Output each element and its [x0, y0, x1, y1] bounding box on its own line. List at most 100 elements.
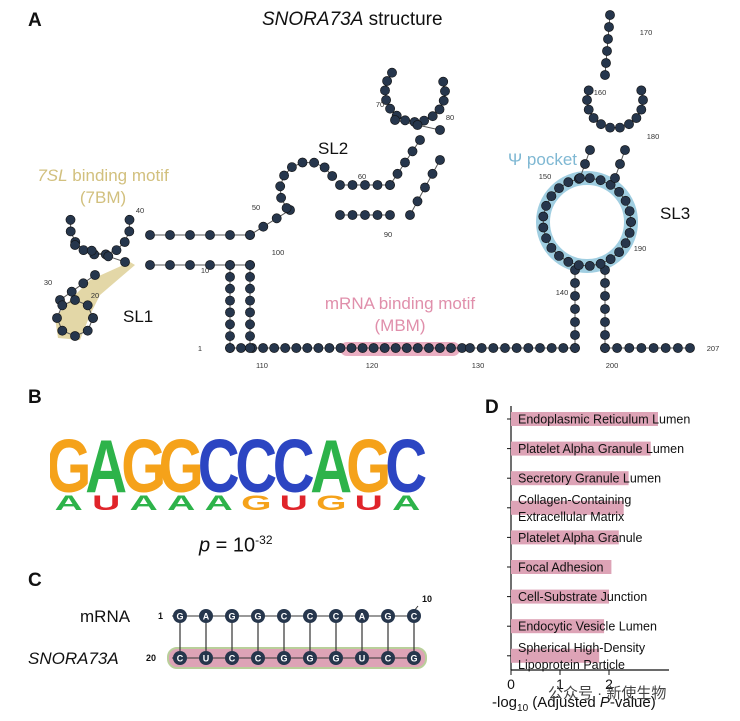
nucleotide-node — [624, 343, 635, 353]
nucleotide-node — [245, 295, 255, 306]
nucleotide-node — [245, 343, 255, 353]
motif-7bm-line2: (7BM) — [79, 188, 127, 207]
nucleotide-node — [385, 210, 395, 220]
nucleotide-node — [511, 343, 522, 353]
nucleotide-node — [600, 330, 610, 340]
p-mid: = 10 — [210, 534, 256, 557]
nucleotide-node — [546, 242, 557, 253]
position-number: 110 — [256, 361, 268, 370]
nucleotide-node — [648, 343, 659, 353]
nucleotide-node — [120, 257, 130, 267]
logo-letter-G: G — [241, 491, 271, 514]
logo-letter-A: A — [85, 425, 127, 509]
nucleotide-node — [245, 271, 255, 282]
go-term-bar — [511, 441, 651, 456]
nucleotide-node — [88, 313, 98, 323]
x-tick-label: 2 — [605, 676, 613, 692]
go-term-label: Platelet Alpha Granule — [518, 531, 642, 545]
nucleotide-node — [390, 343, 401, 353]
mrna-end: 10 — [422, 594, 432, 604]
nucleotide-node — [614, 186, 624, 197]
go-term-label: Focal Adhesion — [518, 561, 604, 575]
stem-sl3-label: SL3 — [660, 204, 691, 223]
nucleotide-node — [90, 270, 100, 280]
snora-label: SNORA73A — [28, 649, 119, 668]
p-value-text: p = 10-32 — [199, 533, 273, 558]
logo-letter-A: A — [167, 491, 195, 514]
nucleotide-node — [584, 260, 595, 271]
mrna-base-A: A — [359, 612, 366, 622]
position-number: 1 — [198, 344, 202, 353]
nucleotide-node — [145, 260, 155, 270]
nucleotide-node — [387, 67, 397, 78]
nucleotide-node — [615, 122, 625, 133]
go-term-bar — [511, 412, 658, 426]
nucleotide-node — [415, 135, 425, 145]
nucleotide-node — [605, 122, 615, 133]
nucleotide-node — [347, 180, 358, 190]
nucleotide-node — [385, 103, 395, 114]
sl2-entry-backbone — [249, 209, 291, 236]
nucleotide-node — [546, 191, 557, 201]
nucleotide-node — [225, 260, 235, 270]
nucleotide-node — [438, 76, 449, 87]
position-number: 190 — [634, 244, 647, 253]
nucleotide-node — [185, 260, 195, 270]
nucleotide-node — [245, 331, 255, 341]
snora-nucleotide — [355, 651, 369, 665]
nucleotide-node — [500, 343, 510, 353]
logo-letter-U: U — [92, 491, 120, 514]
snora-nucleotide — [329, 651, 343, 665]
logo-letter-G: G — [50, 425, 91, 509]
nucleotide-node — [225, 230, 235, 240]
nucleotide-node — [86, 245, 97, 256]
logo-letter-C: C — [273, 425, 315, 509]
nucleotide-node — [620, 195, 631, 206]
nucleotide-node — [596, 119, 606, 130]
nucleotide-node — [423, 343, 434, 353]
nucleotide-node — [575, 173, 585, 183]
nucleotide-node — [286, 162, 297, 172]
nucleotide-node — [357, 343, 368, 353]
logo-letter-U: U — [280, 491, 308, 514]
nucleotide-node — [435, 155, 445, 165]
p-exponent: -32 — [255, 533, 273, 547]
mrna-base-G: G — [254, 612, 261, 622]
position-number: 160 — [594, 88, 607, 97]
snora-nucleotide — [173, 651, 187, 665]
nucleotide-node — [124, 214, 135, 225]
nucleotide-node — [570, 343, 580, 353]
snora-base-G: G — [410, 654, 417, 664]
nucleotide-node — [558, 343, 569, 353]
go-term-label: Endoplasmic Reticulum Lumen — [518, 413, 690, 427]
nucleotide-node — [610, 173, 620, 183]
nucleotide-node — [309, 157, 319, 168]
nucleotide-node — [620, 145, 630, 155]
nucleotide-node — [225, 331, 235, 341]
nucleotide-node — [381, 95, 391, 105]
nucleotide-node — [563, 256, 574, 267]
panel-b-letter: B — [28, 387, 42, 408]
mrna-nucleotide — [251, 609, 265, 623]
nucleotide-node — [302, 343, 313, 353]
nucleotide-node — [70, 295, 80, 305]
go-term-bar — [511, 648, 600, 663]
nucleotide-node — [335, 180, 345, 190]
nucleotide-node — [638, 95, 648, 105]
snora-base-C: C — [385, 654, 392, 664]
logo-letter-A: A — [310, 425, 352, 509]
nucleotide-node — [412, 120, 423, 130]
go-term-label: Spherical High-Density — [518, 641, 646, 655]
position-number: 207 — [707, 344, 720, 353]
nucleotide-node — [245, 230, 255, 240]
nucleotide-node — [205, 260, 215, 270]
nucleotide-node — [78, 278, 89, 289]
position-number: 120 — [366, 361, 379, 370]
nucleotide-node — [390, 115, 400, 125]
go-term-bar — [511, 530, 619, 545]
logo-letter-A: A — [205, 491, 233, 514]
logo-letter-G: G — [121, 425, 166, 509]
go-term-bar — [511, 500, 624, 515]
mbm-line2: (MBM) — [374, 316, 426, 335]
position-number: 180 — [647, 132, 660, 141]
